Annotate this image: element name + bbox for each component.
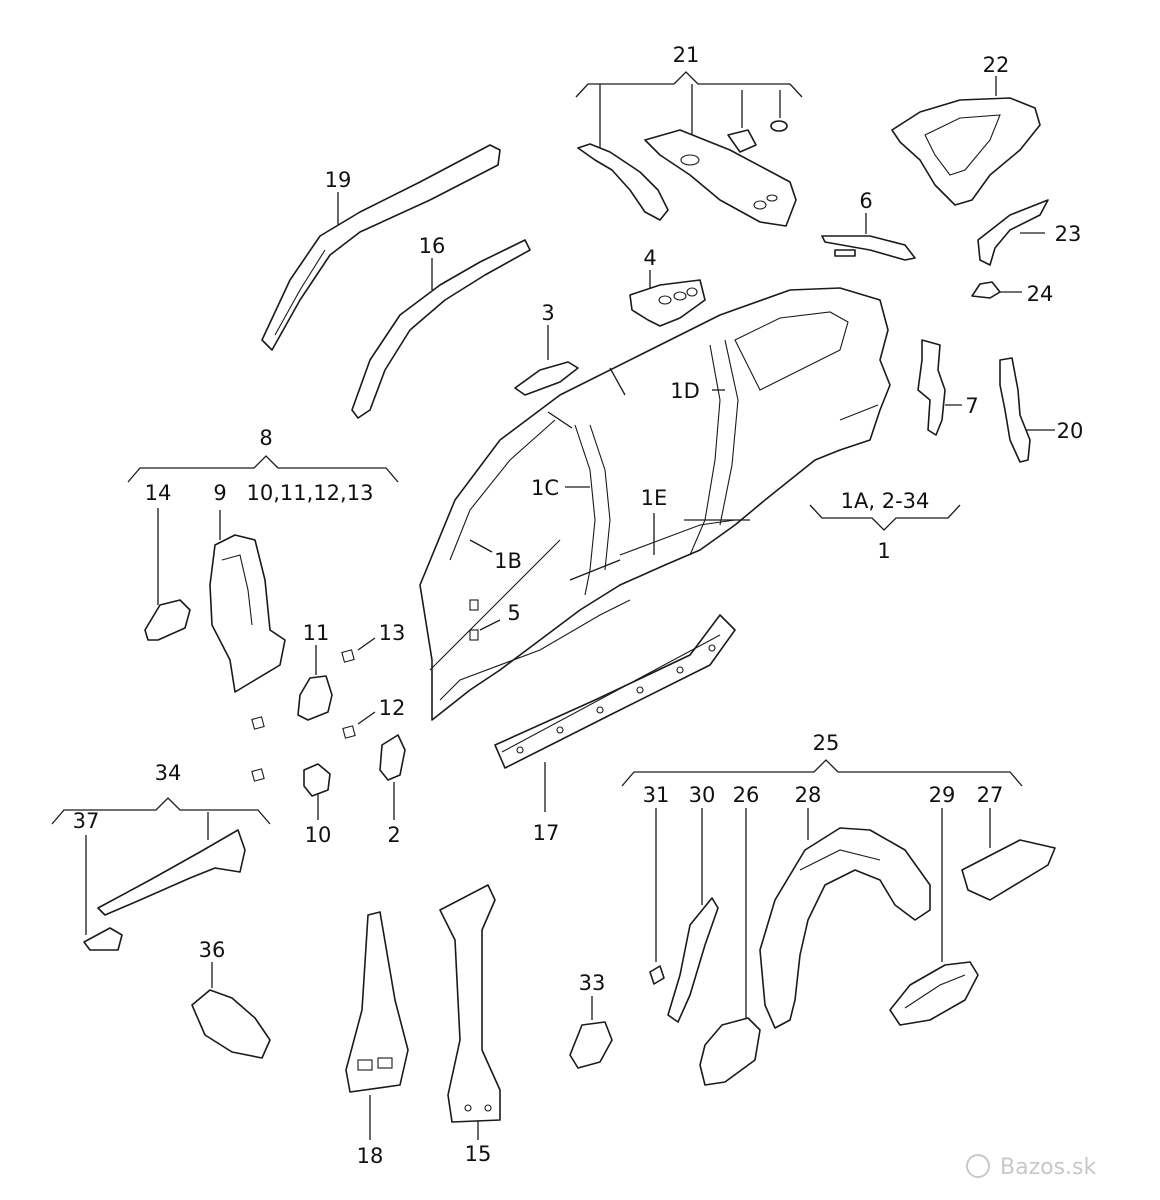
part-16 [351, 239, 531, 419]
callout-25: 25 [813, 731, 840, 755]
callout-22: 22 [983, 53, 1010, 77]
callout-1C: 1C [531, 476, 559, 500]
callout-9: 9 [213, 481, 226, 505]
callout-21: 21 [673, 43, 700, 67]
callout-24: 24 [1027, 282, 1054, 306]
callout-20: 20 [1057, 419, 1084, 443]
part-26 [699, 1017, 761, 1086]
part-15 [439, 884, 501, 1140]
callout-23: 23 [1055, 222, 1082, 246]
part-27 [961, 839, 1056, 901]
callout-15: 15 [465, 1142, 492, 1166]
part-36 [191, 962, 271, 1059]
callout-6: 6 [859, 189, 872, 213]
part-9 [209, 534, 286, 693]
part-30 [667, 897, 719, 1023]
part-19 [261, 144, 501, 351]
part-14 [144, 599, 191, 641]
part-6 [821, 213, 916, 261]
callout-2: 2 [387, 823, 400, 847]
callout-5: 5 [507, 601, 520, 625]
part-7 [917, 339, 962, 436]
part-23 [977, 199, 1049, 266]
part-37 [83, 927, 123, 951]
part-21 [577, 120, 797, 227]
callout-11: 11 [303, 621, 330, 645]
part-34 [97, 829, 246, 916]
callout-16: 16 [419, 234, 446, 258]
callout-1A-2-34: 1A, 2-34 [841, 489, 930, 513]
part-3 [514, 325, 579, 396]
part-4 [629, 270, 706, 327]
part-22 [891, 76, 1041, 206]
callout-1: 1 [877, 539, 890, 563]
part-1-body-side-panel [419, 287, 891, 721]
part-10 [303, 763, 331, 820]
part-20 [999, 357, 1055, 463]
part-11 [297, 645, 333, 721]
part-2 [379, 734, 406, 820]
callout-27: 27 [977, 783, 1004, 807]
bracket-25 [621, 759, 1023, 1020]
callout-10-11-12-13: 10,11,12,13 [247, 481, 374, 505]
part-29 [889, 961, 979, 1026]
callout-7: 7 [965, 394, 978, 418]
callout-33: 33 [579, 971, 606, 995]
part-17 [494, 614, 736, 812]
callout-1B: 1B [494, 549, 522, 573]
part-28 [759, 827, 931, 1029]
watermark-text: Bazos.sk [1000, 1155, 1096, 1180]
part-13 [341, 637, 376, 663]
callout-1D: 1D [670, 379, 700, 403]
callout-4: 4 [643, 246, 656, 270]
callout-18: 18 [357, 1144, 384, 1168]
callout-26: 26 [733, 783, 760, 807]
callout-31: 31 [643, 783, 670, 807]
bracket-8 [127, 455, 399, 605]
part-33 [569, 996, 613, 1069]
bracket-34 [51, 797, 271, 935]
callout-1E: 1E [641, 486, 668, 510]
callout-19: 19 [325, 168, 352, 192]
callout-29: 29 [929, 783, 956, 807]
callout-14: 14 [145, 481, 172, 505]
watermark: Bazos.sk [966, 1154, 1096, 1180]
part-12 [342, 711, 376, 739]
loose-clips [251, 716, 265, 782]
callout-13: 13 [379, 621, 406, 645]
callout-17: 17 [533, 821, 560, 845]
part-18 [345, 911, 409, 1140]
callout-37: 37 [73, 809, 100, 833]
callout-3: 3 [541, 301, 554, 325]
part-24 [971, 281, 1022, 299]
part-31 [649, 965, 665, 985]
bracket-21 [575, 71, 803, 148]
callout-10: 10 [305, 823, 332, 847]
callout-8: 8 [259, 426, 272, 450]
callout-34: 34 [155, 761, 182, 785]
bracket-1A [809, 504, 961, 531]
callout-28: 28 [795, 783, 822, 807]
callout-36: 36 [199, 938, 226, 962]
callout-12: 12 [379, 696, 406, 720]
callout-30: 30 [689, 783, 716, 807]
